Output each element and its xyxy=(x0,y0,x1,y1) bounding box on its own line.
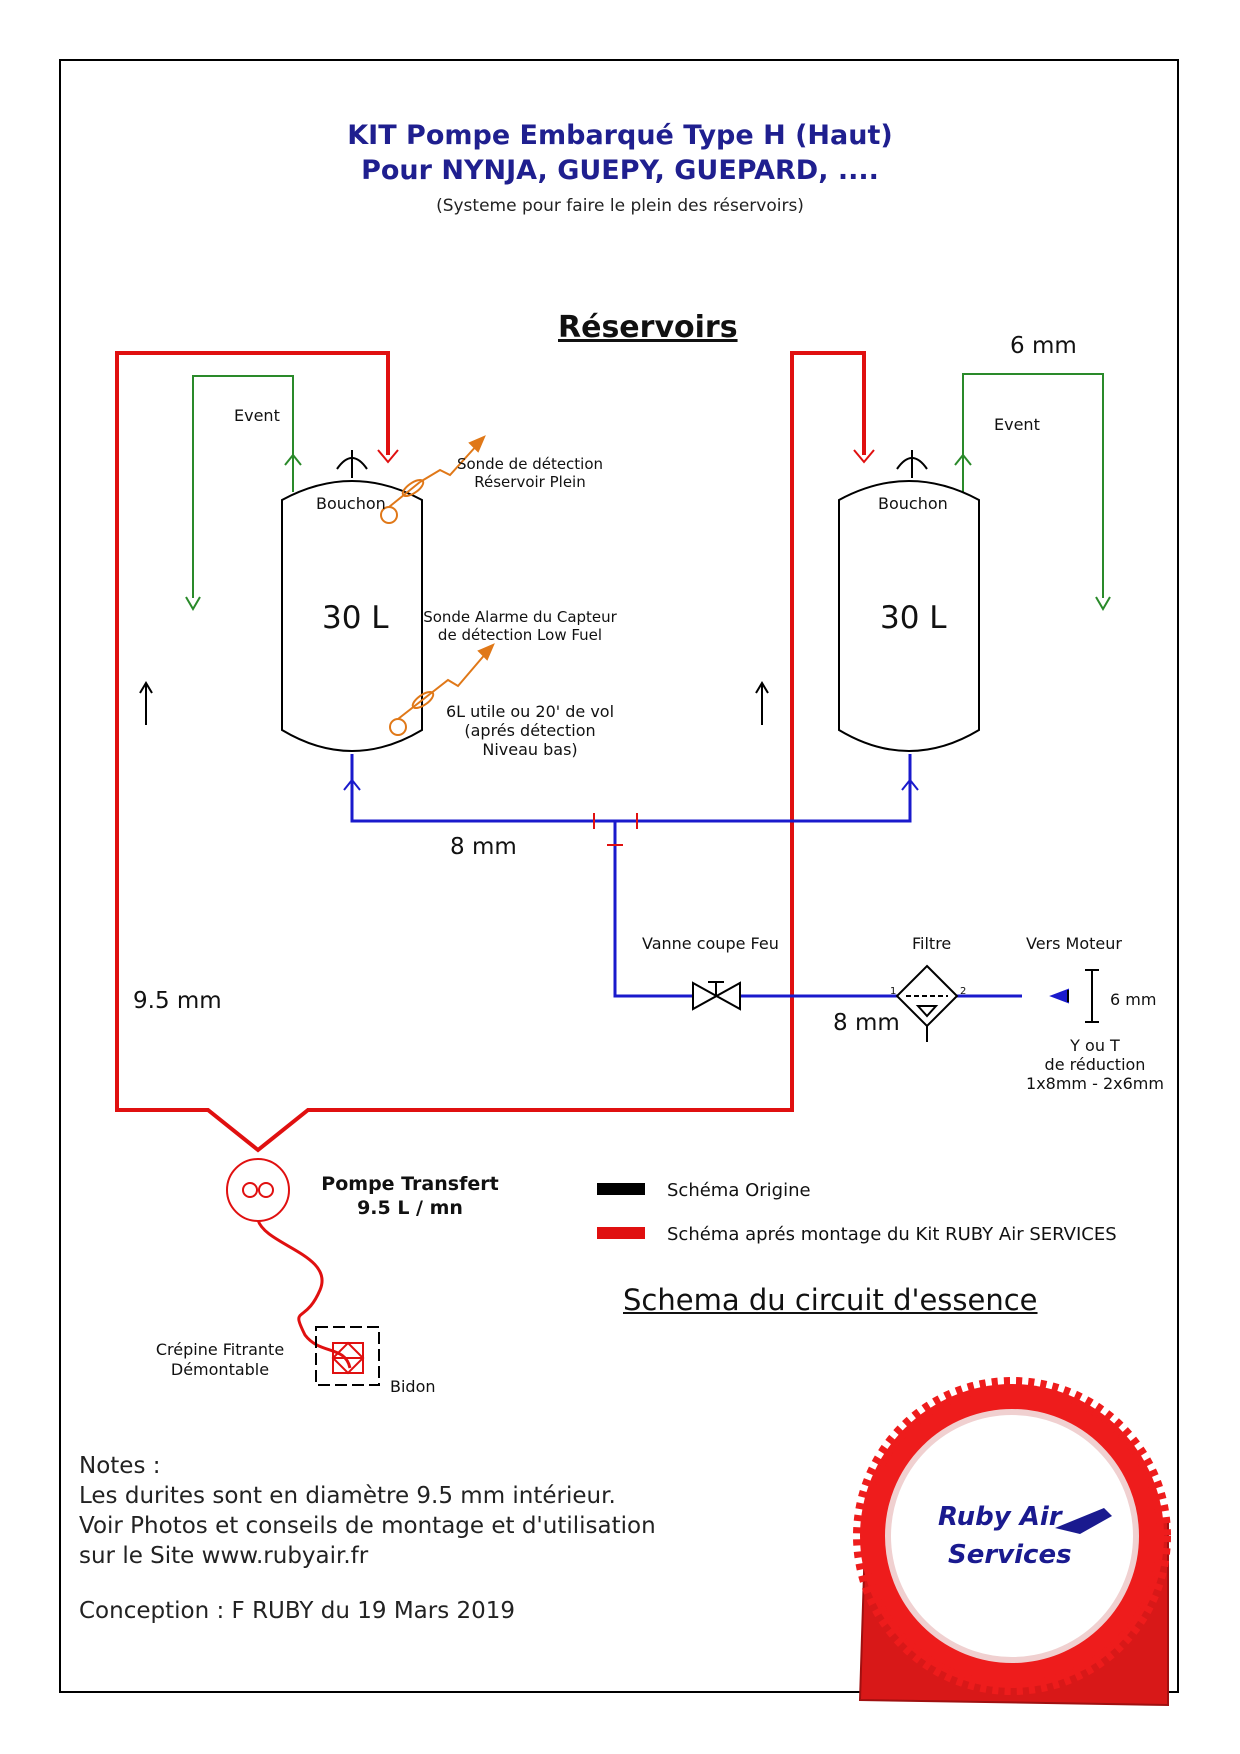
feed-size-label: 8 mm xyxy=(833,1010,900,1036)
fuel-arrows xyxy=(343,778,919,791)
vent-label-right: Event xyxy=(994,415,1040,434)
title-line-2: Pour NYNJA, GUEPY, GUEPARD, .... xyxy=(361,155,879,186)
strainer-label: Crépine Fitrante Démontable xyxy=(155,1340,285,1379)
engine-arrow-icon xyxy=(1049,988,1069,1004)
tee-fitting-icon xyxy=(593,813,638,846)
vent-size-label: 6 mm xyxy=(1010,333,1077,359)
legend-swatch-kit xyxy=(597,1227,645,1239)
tank-link-size-label: 8 mm xyxy=(450,834,517,860)
can-label: Bidon xyxy=(390,1377,436,1396)
subtitle: (Systeme pour faire le plein des réservo… xyxy=(436,196,804,216)
legend-kit-label: Schéma aprés montage du Kit RUBY Air SER… xyxy=(667,1224,1117,1245)
valve-label: Vanne coupe Feu xyxy=(642,934,779,953)
return-size-label: 9.5 mm xyxy=(133,988,222,1014)
flow-arrow-icon xyxy=(139,681,769,725)
tank-capacity-left: 30 L xyxy=(322,600,389,636)
title-line-1: KIT Pompe Embarqué Type H (Haut) xyxy=(347,120,893,151)
sensor-low-icon xyxy=(389,643,495,736)
suction-hose xyxy=(256,1219,352,1369)
credit: Conception : F RUBY du 19 Mars 2019 xyxy=(79,1598,516,1624)
sensor-low-label: Sonde Alarme du Capteur de détection Low… xyxy=(423,608,617,644)
pump-icon xyxy=(226,1158,290,1222)
vent-line-left xyxy=(185,375,302,611)
sensor-full-label: Sonde de détection Réservoir Plein xyxy=(456,455,604,491)
cap-label-left: Bouchon xyxy=(316,494,386,513)
vent-label-left: Event xyxy=(234,406,280,425)
pump-label: Pompe Transfert 9.5 L / mn xyxy=(321,1173,499,1219)
cap-icon xyxy=(336,450,928,478)
logo-text-2: Services xyxy=(948,1540,1072,1570)
reserve-label: 6L utile ou 20' de vol (aprés détection … xyxy=(445,702,615,759)
filter-label: Filtre xyxy=(912,934,952,953)
reducer-icon xyxy=(1067,969,1099,1023)
legend-swatch-origin xyxy=(597,1183,645,1195)
reservoirs-heading: Réservoirs xyxy=(558,310,738,345)
notes: Notes : Les durites sont en diamètre 9.5… xyxy=(79,1453,656,1569)
engine-size-label: 6 mm xyxy=(1110,990,1157,1009)
fire-valve-icon xyxy=(692,981,741,1011)
logo-text-1: Ruby Air xyxy=(938,1502,1062,1532)
inlet-arrow-left xyxy=(377,449,399,464)
tank-capacity-right: 30 L xyxy=(880,600,947,636)
strainer-icon xyxy=(315,1326,380,1386)
filter-port-out: 2 xyxy=(960,986,967,997)
tank-right-shape xyxy=(838,480,980,752)
cap-label-right: Bouchon xyxy=(878,494,948,513)
ruby-air-logo xyxy=(853,1377,1171,1707)
return-line-left xyxy=(115,351,866,1153)
reducer-label: Y ou T de réduction 1x8mm - 2x6mm xyxy=(1026,1036,1164,1093)
engine-label: Vers Moteur xyxy=(1026,934,1122,953)
sensor-full-icon xyxy=(380,435,486,524)
inlet-arrow-right xyxy=(853,449,875,464)
filter-port-in: 1 xyxy=(890,986,897,997)
fuel-line xyxy=(350,754,1022,998)
circuit-heading: Schema du circuit d'essence xyxy=(623,1283,1038,1317)
legend-origin-label: Schéma Origine xyxy=(667,1180,811,1201)
page-border xyxy=(59,59,1179,1693)
vent-line-right xyxy=(954,373,1111,611)
tank-left-shape xyxy=(281,480,423,752)
filter-icon xyxy=(895,964,959,1042)
